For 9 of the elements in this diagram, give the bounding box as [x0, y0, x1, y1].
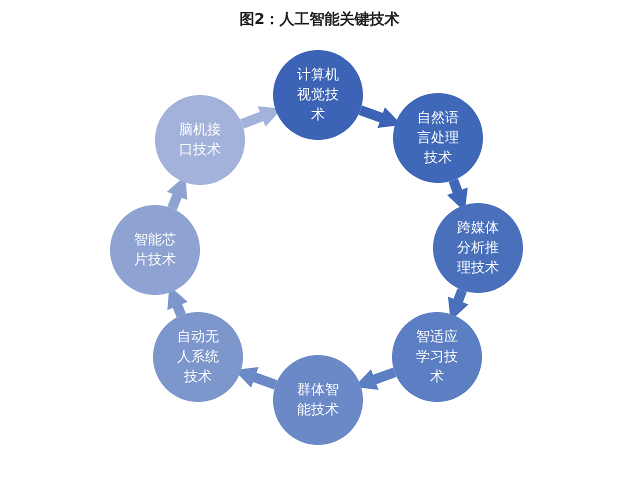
- node-label: 自然语言处理技术: [416, 109, 460, 168]
- node-label: 脑机接口技术: [178, 121, 222, 160]
- node-label: 群体智能技术: [296, 381, 340, 420]
- diagram-title: 图2：人工智能关键技术: [239, 9, 400, 30]
- node-label: 自动无人系统技术: [176, 328, 220, 387]
- node-label: 计算机视觉技术: [296, 66, 340, 125]
- node-label: 智适应学习技术: [415, 328, 459, 387]
- node-label: 跨媒体分析推理技术: [456, 219, 500, 278]
- node-label: 智能芯片技术: [133, 231, 177, 270]
